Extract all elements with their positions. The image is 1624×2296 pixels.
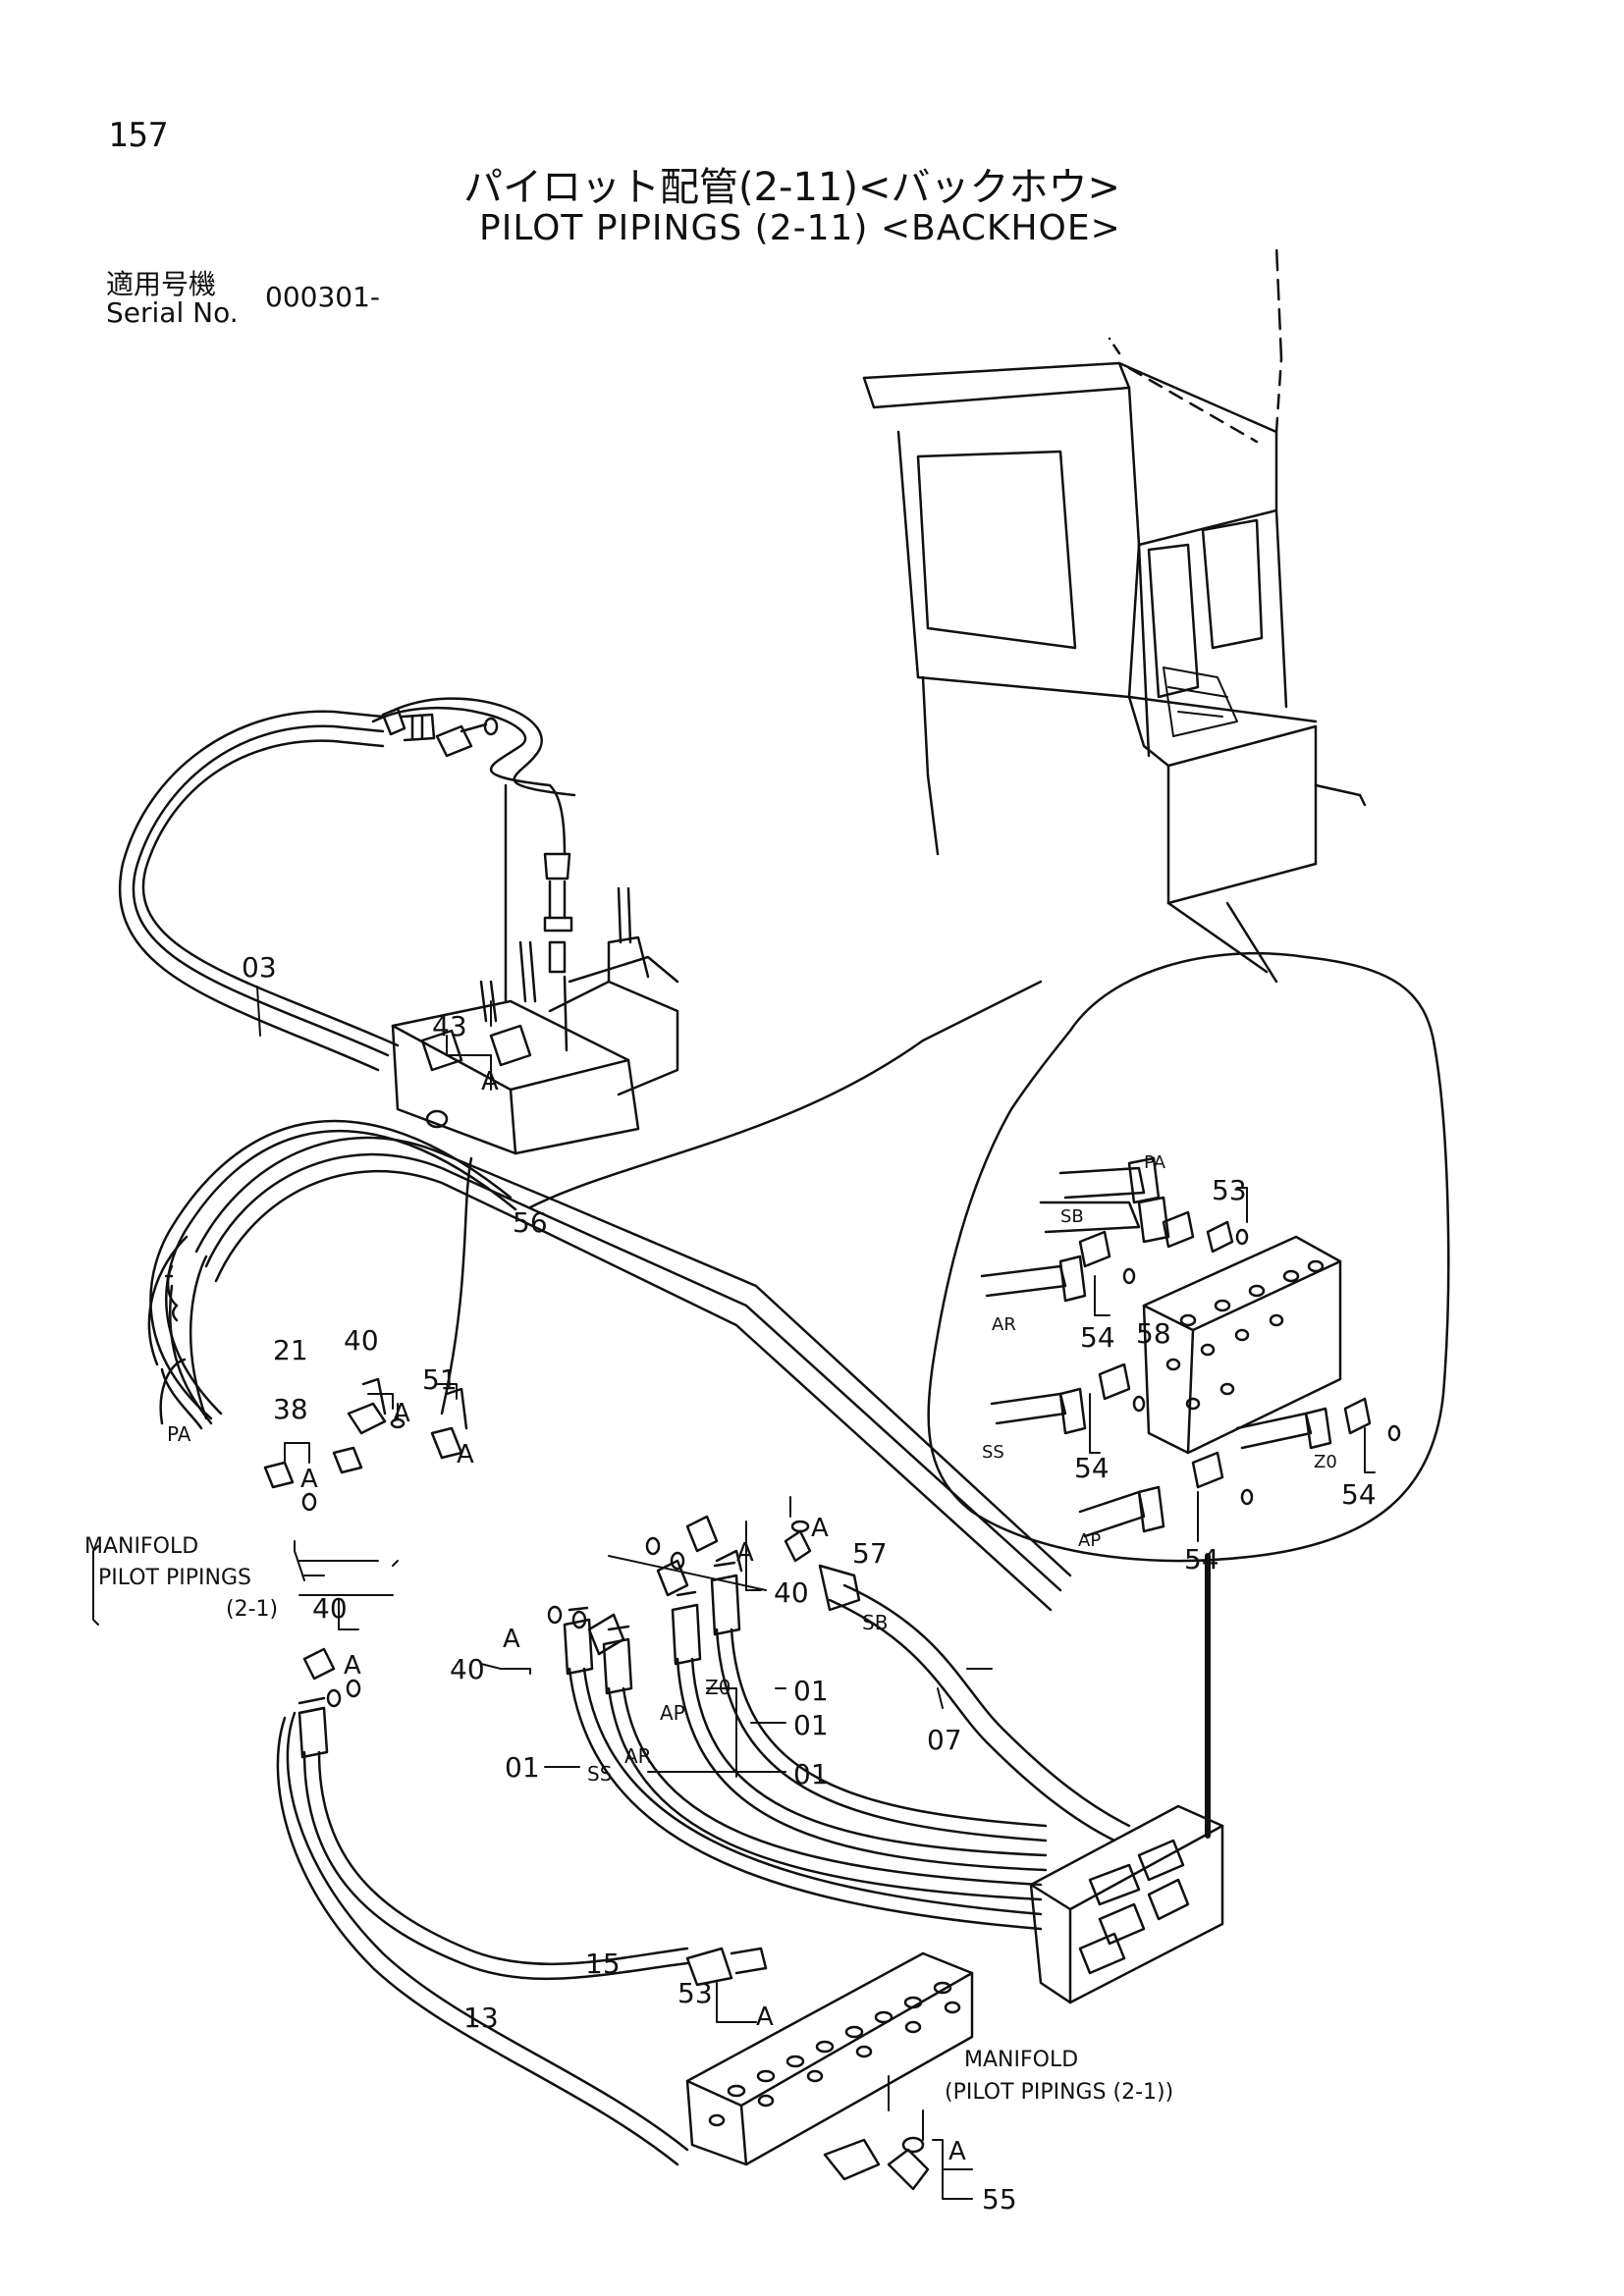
hose-07 (818, 1564, 1131, 1842)
port-a-40-right: A (736, 1538, 754, 1568)
manifold-notes: MANIFOLD PILOT PIPINGS (2-1) MANIFOLD (P… (84, 1534, 1173, 2105)
callout-53-bottom: 53 (677, 1977, 713, 2009)
inset-port-ss: SS (982, 1442, 1004, 1463)
callout-54-a: 54 (1080, 1321, 1115, 1354)
port-a-40-mid: A (503, 1625, 520, 1654)
port-a-53: A (756, 2002, 774, 2032)
manifold-bottom (685, 1951, 974, 2191)
title-japanese: パイロット配管(2-11)<バックホウ> (463, 165, 1121, 210)
callout-51: 51 (422, 1363, 458, 1396)
callout-40-mid: 40 (450, 1653, 485, 1685)
callout-01-d: 01 (793, 1758, 829, 1790)
port-a-38: A (300, 1465, 318, 1494)
port-a-51: A (457, 1440, 474, 1469)
callout-54-b: 54 (1074, 1452, 1110, 1484)
note-manifold-bottom-1: MANIFOLD (964, 2048, 1078, 2072)
port-ss: SS (587, 1762, 612, 1786)
callout-38: 38 (273, 1393, 308, 1425)
note-manifold-left-2: PILOT PIPINGS (98, 1566, 251, 1590)
leader-lines (92, 986, 993, 2200)
callout-labels: 03 43 56 21 40 51 38 40 40 40 57 01 01 0… (242, 951, 1377, 2216)
port-pa: PA (167, 1422, 191, 1446)
serial-label-japanese: 適用号機 (106, 268, 217, 300)
note-manifold-left-3: (2-1) (226, 1597, 278, 1622)
port-a-57: A (811, 1514, 829, 1543)
pilot-valve-block (391, 886, 679, 1155)
detail-inset (927, 951, 1450, 1839)
callout-01-b: 01 (793, 1709, 829, 1741)
callout-57: 57 (852, 1537, 888, 1570)
port-a-55: A (948, 2137, 966, 2166)
port-ap: AP (660, 1701, 685, 1725)
serial-number-value: 000301- (265, 281, 380, 313)
hose-56-connection (371, 697, 576, 1052)
callout-55: 55 (982, 2183, 1017, 2216)
port-labels: PA SB SS AR AP Z0 A A A A A A A A A A (167, 1067, 966, 2166)
callout-58: 58 (1136, 1317, 1171, 1350)
callout-40-left: 40 (312, 1592, 348, 1625)
port-a-40-left: A (344, 1651, 361, 1681)
port-sb: SB (862, 1611, 888, 1634)
note-manifold-left-1: MANIFOLD (84, 1534, 198, 1559)
callout-56: 56 (513, 1206, 548, 1239)
port-a-40: A (393, 1399, 410, 1428)
port-ar: AR (624, 1744, 652, 1768)
callout-53-inset: 53 (1212, 1174, 1247, 1206)
inset-port-labels: PA SB AR SS Z0 AP (982, 1152, 1337, 1551)
inset-port-z0: Z0 (1314, 1452, 1337, 1472)
hose-21 (147, 980, 1072, 1612)
port-a-43: A (481, 1067, 499, 1096)
cab-illustration (862, 243, 1367, 984)
hoses-01 (563, 1561, 1048, 1931)
callout-03: 03 (242, 951, 277, 984)
inset-port-sb: SB (1060, 1206, 1084, 1227)
callout-15: 15 (585, 1948, 621, 1980)
callout-54-d: 54 (1184, 1543, 1219, 1575)
title-english: PILOT PIPINGS (2-11) <BACKHOE> (479, 208, 1121, 248)
page-number: 157 (108, 116, 169, 155)
callout-07: 07 (927, 1724, 962, 1756)
serial-label-english: Serial No. (106, 296, 239, 329)
manifold-right (1029, 1804, 1224, 2004)
inset-port-ap: AP (1078, 1530, 1101, 1551)
inset-port-ar: AR (992, 1314, 1016, 1335)
callout-43: 43 (432, 1010, 467, 1042)
hose-03 (118, 707, 473, 1415)
inset-port-pa: PA (1144, 1152, 1166, 1173)
callout-54-c: 54 (1341, 1478, 1377, 1511)
callout-01-a: 01 (793, 1675, 829, 1707)
fittings (263, 717, 812, 1708)
callout-40-right: 40 (774, 1576, 809, 1609)
callout-21: 21 (273, 1334, 308, 1366)
port-z0: Z0 (705, 1676, 731, 1699)
hoses-15-13 (276, 1696, 881, 2181)
callout-13: 13 (463, 2002, 499, 2034)
callout-40-top: 40 (344, 1324, 379, 1357)
callout-01-c: 01 (505, 1751, 540, 1784)
note-manifold-bottom-2: (PILOT PIPINGS (2-1)) (945, 2080, 1173, 2105)
